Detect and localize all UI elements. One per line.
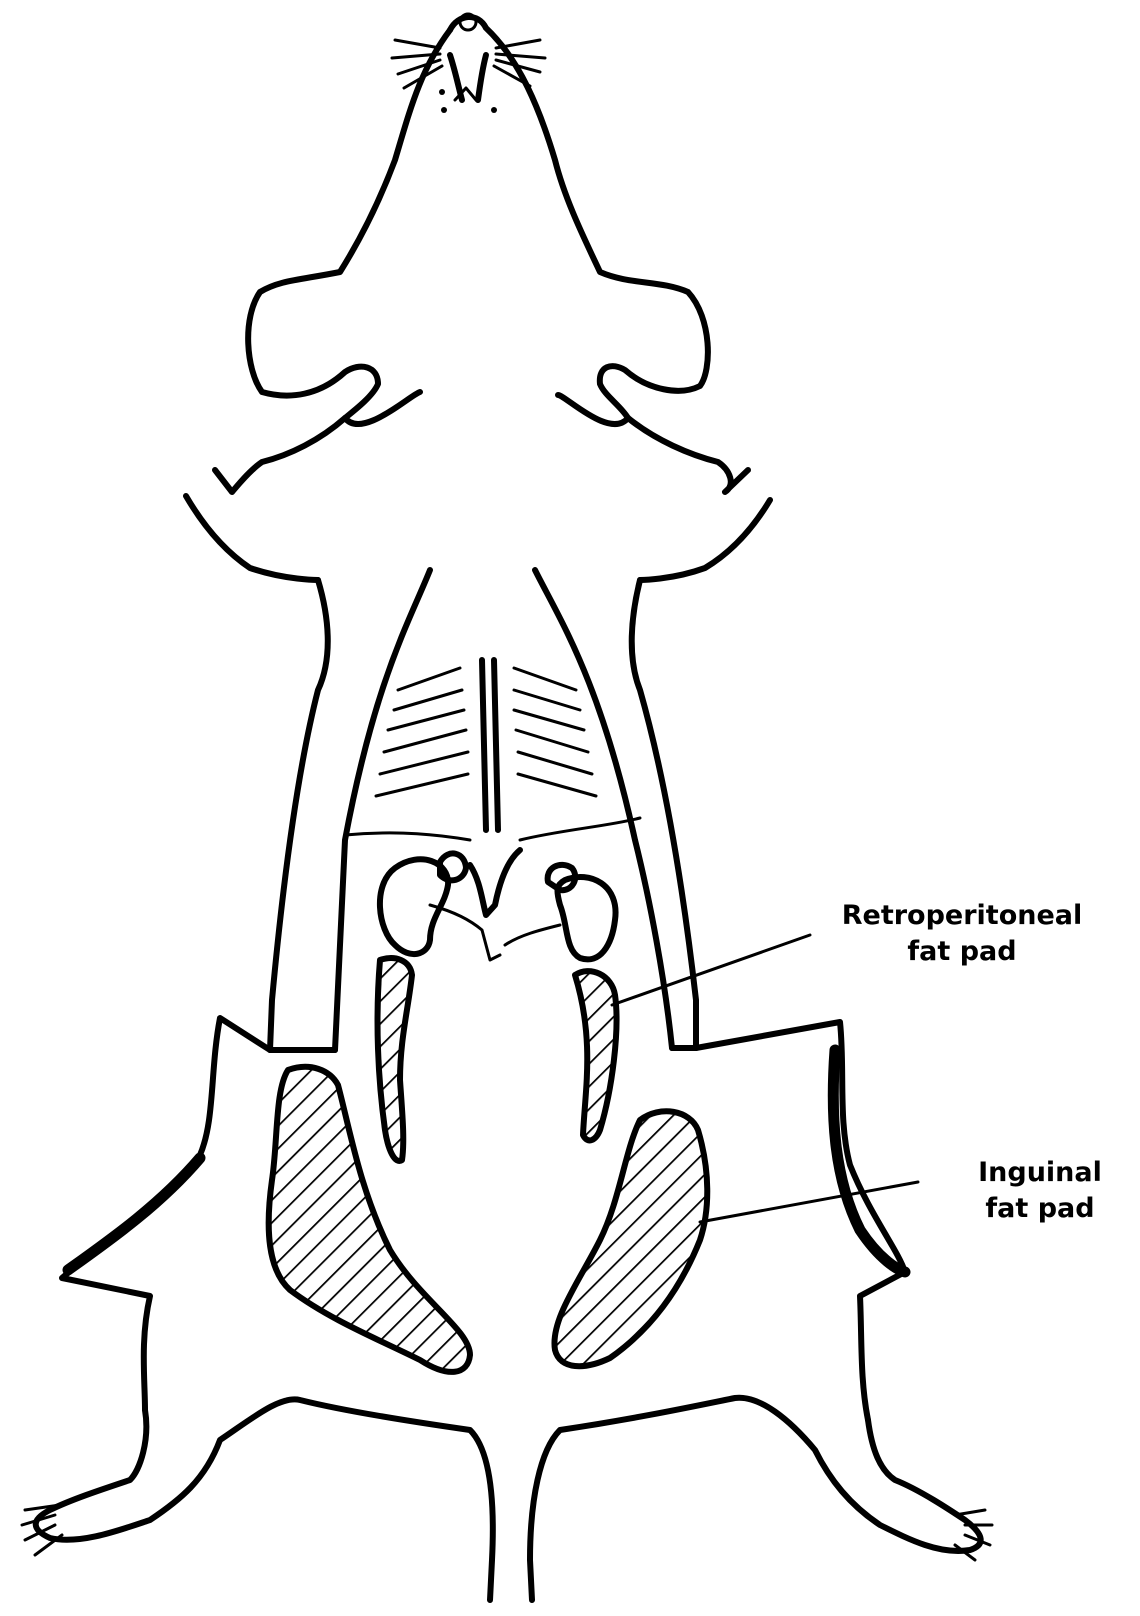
kidneys (380, 850, 616, 960)
rat-head (248, 14, 708, 424)
inguinal-leader-line (700, 1182, 918, 1222)
inguinal-label-line2: fat pad (950, 1191, 1130, 1227)
inguinal-label-line1: Inguinal (950, 1155, 1130, 1191)
retroperitoneal-fat-pad-label: Retroperitoneal fat pad (812, 898, 1112, 970)
rat-hindquarters (62, 1018, 905, 1420)
rib-cage (345, 660, 640, 840)
retroperitoneal-fat-pads (378, 958, 617, 1161)
retroperitoneal-label-line1: Retroperitoneal (812, 898, 1112, 934)
rat-hindlimbs (22, 1398, 992, 1600)
whiskers (392, 40, 545, 88)
retroperitoneal-label-line2: fat pad (812, 934, 1112, 970)
retroperitoneal-leader-line (612, 935, 810, 1005)
inguinal-fat-pads (269, 1067, 708, 1372)
rat-forelimbs (186, 418, 770, 580)
inguinal-fat-pad-label: Inguinal fat pad (950, 1155, 1130, 1227)
